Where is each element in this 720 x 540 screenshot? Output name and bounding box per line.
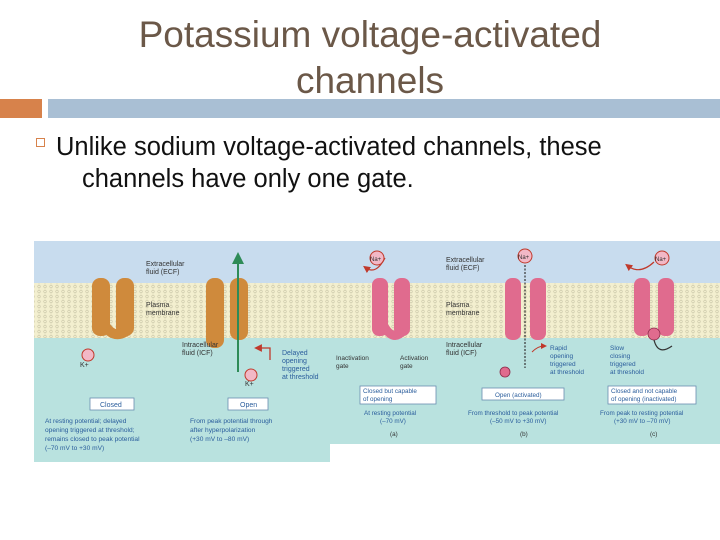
na-ion-c: Na+ [655,257,667,263]
na-state-b: Open (activated) [495,392,542,399]
k-delayed-label-1: Delayed [282,350,308,357]
panel-label-b: (b) [520,431,528,438]
na-ion-b: Na+ [518,255,530,261]
rapid-label-1: Rapid [550,345,567,352]
accent-bar-orange [0,99,42,118]
k-channel-open [206,252,248,372]
rapid-label-4: at threshold [550,369,584,376]
na-icf-label-2: fluid (ICF) [446,350,477,357]
k-membrane-label-1: Plasma [146,302,169,309]
na-icf-label-1: Intracellular [446,342,483,349]
accent-bar-blue [48,99,720,118]
k-desc-right-1: From peak potential through [190,418,273,425]
rapid-label-2: opening [550,353,574,360]
body-line-1: Unlike sodium voltage-activated channels… [56,133,602,161]
k-channel-closed [92,278,134,340]
rapid-label-3: triggered [550,361,576,368]
k-delayed-label-3: triggered [282,366,310,373]
na-desc-b-1: From threshold to peak potential [468,410,558,417]
na-desc-a-2: (–70 mV) [380,418,406,425]
body-text: Unlike sodium voltage-activated channels… [56,131,706,195]
na-state-a-1: Closed but capable [363,388,417,395]
k-closed-label: Closed [100,402,122,409]
panel-label-c: (c) [650,431,657,438]
k-open-label: Open [240,402,257,409]
na-desc-c-1: From peak to resting potential [600,410,683,417]
na-desc-a-1: At resting potential [364,410,416,417]
inactivation-gate-label-1: Inactivation [336,355,369,362]
k-desc-right-2: after hyperpolarization [190,427,256,434]
k-membrane-label-2: membrane [146,310,180,317]
na-desc-c-2: (+30 mV to –70 mV) [614,418,671,425]
slow-label-2: closing [610,353,631,360]
title-line-2: channels [295,60,445,101]
body-line-2: channels have only one gate. [82,165,414,193]
k-desc-left-2: opening triggered at threshold; [45,427,135,434]
k-icf-label-2: fluid (ICF) [182,350,213,357]
bullet-icon [36,138,45,147]
na-channel-a: Na+ [363,250,410,340]
panel-label-a: (a) [390,431,398,438]
na-channel-b: Na+ [499,248,547,378]
k-delayed-label-4: at threshold [282,374,319,381]
na-state-c-2: of opening (inactivated) [611,396,676,403]
k-desc-left-3: remains closed to peak potential [45,436,140,443]
na-state-c-1: Closed and not capable [611,388,678,395]
slow-label-3: triggered [610,361,636,368]
k-ecf-label-1: Extracellular [146,261,185,268]
na-ecf-label-2: fluid (ECF) [446,265,479,272]
k-desc-left-4: (–70 mV to +30 mV) [45,445,104,452]
inactivation-gate-label-2: gate [336,363,349,370]
k-ion-icon [81,348,95,362]
na-desc-b-2: (–50 mV to +30 mV) [490,418,547,425]
na-channel-panel: Na+ Na+ Na+ Extracellular fluid (ECF) Pl… [330,241,720,444]
k-desc-right-3: (+30 mV to –80 mV) [190,436,249,443]
na-membrane-label-2: membrane [446,310,480,317]
na-ecf-label-1: Extracellular [446,257,485,264]
slow-label-4: at threshold [610,369,644,376]
na-state-a-2: of opening [363,396,393,403]
na-channel-c: Na+ [625,250,674,351]
slide-title: Potassium voltage-activated channels [0,12,720,104]
k-delayed-label-2: opening [282,358,307,365]
activation-gate-label-1: Activation [400,355,429,362]
k-ion-label-2: K+ [245,381,254,388]
activation-gate-label-2: gate [400,363,413,370]
title-line-1: Potassium voltage-activated [138,14,602,55]
k-desc-left-1: At resting potential; delayed [45,418,127,425]
na-ion-a: Na+ [370,257,382,263]
slow-label-1: Slow [610,345,624,352]
k-ecf-label-2: fluid (ECF) [146,269,179,276]
k-ion-icon-2 [244,368,258,382]
k-ion-label: K+ [80,362,89,369]
k-channel-panel: K+ K+ Extracellular fluid (ECF) Plasma m… [34,241,330,462]
k-icf-label-1: Intracellular [182,342,219,349]
na-membrane-label-1: Plasma [446,302,469,309]
